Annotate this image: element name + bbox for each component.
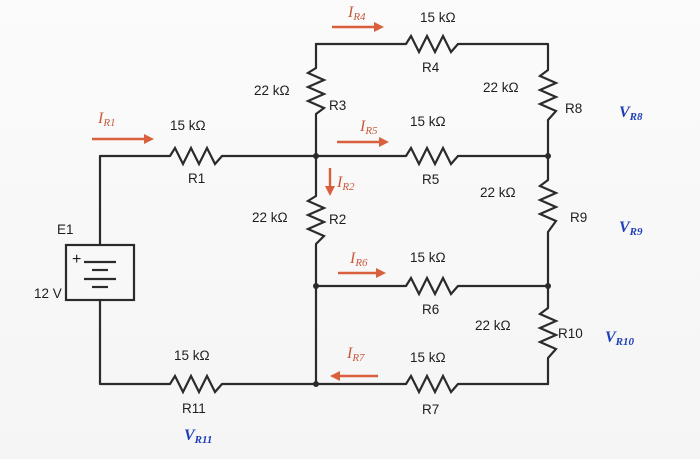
r4-name: R4 xyxy=(422,60,440,75)
r5-name: R5 xyxy=(422,172,439,187)
r10-name: R10 xyxy=(558,326,583,341)
battery-body xyxy=(64,243,136,302)
r7-name: R7 xyxy=(422,402,439,417)
junction-nodes xyxy=(313,153,551,387)
wires xyxy=(98,42,550,386)
r3-name: R3 xyxy=(329,98,346,113)
r11-value: 15 kΩ xyxy=(174,348,210,363)
resistor-r2 xyxy=(305,195,327,245)
current-arrows xyxy=(92,22,389,381)
voltage-labels: VR8 VR9 VR10 VR11 xyxy=(184,104,643,446)
r8-name: R8 xyxy=(565,101,582,116)
arrowhead-ir7 xyxy=(330,371,340,381)
label-ir4: IR4 xyxy=(347,4,366,23)
arrowhead-ir2 xyxy=(325,186,335,196)
wire-r4-right xyxy=(456,42,550,72)
resistor-r3 xyxy=(305,67,327,115)
label-ir7: IR7 xyxy=(346,345,365,364)
resistor-symbols xyxy=(169,33,559,395)
label-vr11: VR11 xyxy=(184,427,212,446)
arrowhead-ir1 xyxy=(144,134,154,144)
node-mid-top xyxy=(313,153,319,159)
arrowhead-ir5 xyxy=(379,137,389,147)
r2-value: 22 kΩ xyxy=(252,210,288,225)
source-voltage: 12 V xyxy=(34,286,62,301)
resistor-r1 xyxy=(169,145,223,167)
node-right-r6 xyxy=(545,283,551,289)
battery-e1: + xyxy=(64,243,136,302)
label-vr10: VR10 xyxy=(605,329,635,348)
resistor-r5 xyxy=(405,145,459,167)
node-right-r5 xyxy=(545,153,551,159)
label-ir6: IR6 xyxy=(349,250,368,269)
label-ir2: IR2 xyxy=(336,174,355,193)
r9-name: R9 xyxy=(570,210,587,225)
r6-name: R6 xyxy=(422,302,439,317)
resistor-r7 xyxy=(405,373,459,395)
r3-value: 22 kΩ xyxy=(254,83,290,98)
r11-name: R11 xyxy=(182,401,206,416)
resistor-r11 xyxy=(169,373,223,395)
wire-battery-bottom xyxy=(98,298,172,386)
source-name: E1 xyxy=(57,222,74,237)
r1-name: R1 xyxy=(188,171,205,186)
r2-name: R2 xyxy=(329,212,346,227)
battery-polarity: + xyxy=(72,251,81,268)
label-ir5: IR5 xyxy=(359,118,378,137)
resistor-r4 xyxy=(405,33,459,55)
resistor-r10 xyxy=(537,307,559,359)
r5-value: 15 kΩ xyxy=(410,114,446,129)
arrowhead-ir6 xyxy=(376,268,386,278)
label-vr8: VR8 xyxy=(619,104,643,123)
r9-value: 22 kΩ xyxy=(480,185,516,200)
resistor-r9 xyxy=(537,179,559,233)
resistor-name-labels: R1 R3 R2 R4 R5 R6 R7 R8 R9 R10 R11 xyxy=(182,60,587,417)
r7-value: 15 kΩ xyxy=(410,350,446,365)
current-labels: IR1 IR4 IR5 IR2 IR6 IR7 xyxy=(97,4,378,364)
resistor-value-labels: 15 kΩ 22 kΩ 22 kΩ 15 kΩ 15 kΩ 15 kΩ 15 k… xyxy=(170,10,519,365)
node-mid-r6 xyxy=(313,283,319,289)
r6-value: 15 kΩ xyxy=(410,250,446,265)
resistor-r8 xyxy=(537,69,559,121)
r4-value: 15 kΩ xyxy=(420,10,456,25)
arrowhead-ir4 xyxy=(374,22,384,32)
resistor-r6 xyxy=(405,275,459,297)
wire-top-left xyxy=(98,154,172,247)
label-vr9: VR9 xyxy=(619,219,643,238)
label-ir1: IR1 xyxy=(97,110,116,129)
node-mid-bottom xyxy=(313,381,319,387)
r10-value: 22 kΩ xyxy=(475,318,511,333)
r8-value: 22 kΩ xyxy=(483,80,519,95)
r1-value: 15 kΩ xyxy=(170,118,206,133)
